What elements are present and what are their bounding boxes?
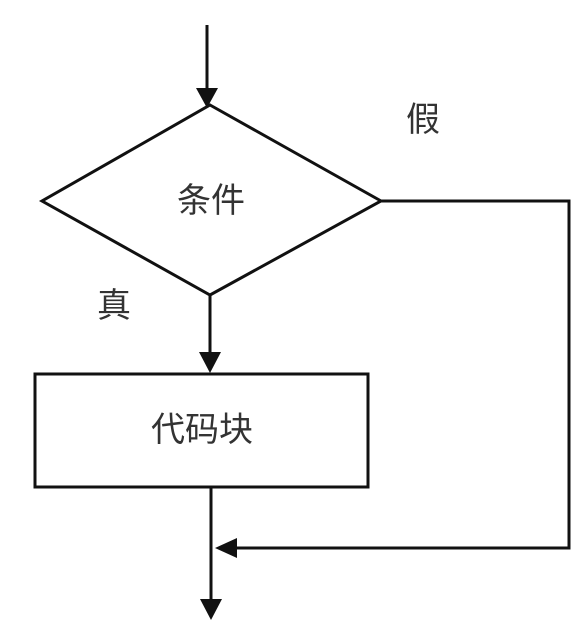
true-branch-arrow [199, 295, 221, 373]
process-label: 代码块 [151, 410, 253, 450]
false-branch-path [215, 199, 571, 558]
process-box [33, 372, 370, 489]
exit-arrow [200, 487, 222, 620]
decision-label: 条件 [177, 181, 245, 221]
true-branch-label: 真 [97, 286, 131, 326]
false-branch-label: 假 [406, 100, 440, 140]
entry-arrow [196, 25, 218, 108]
